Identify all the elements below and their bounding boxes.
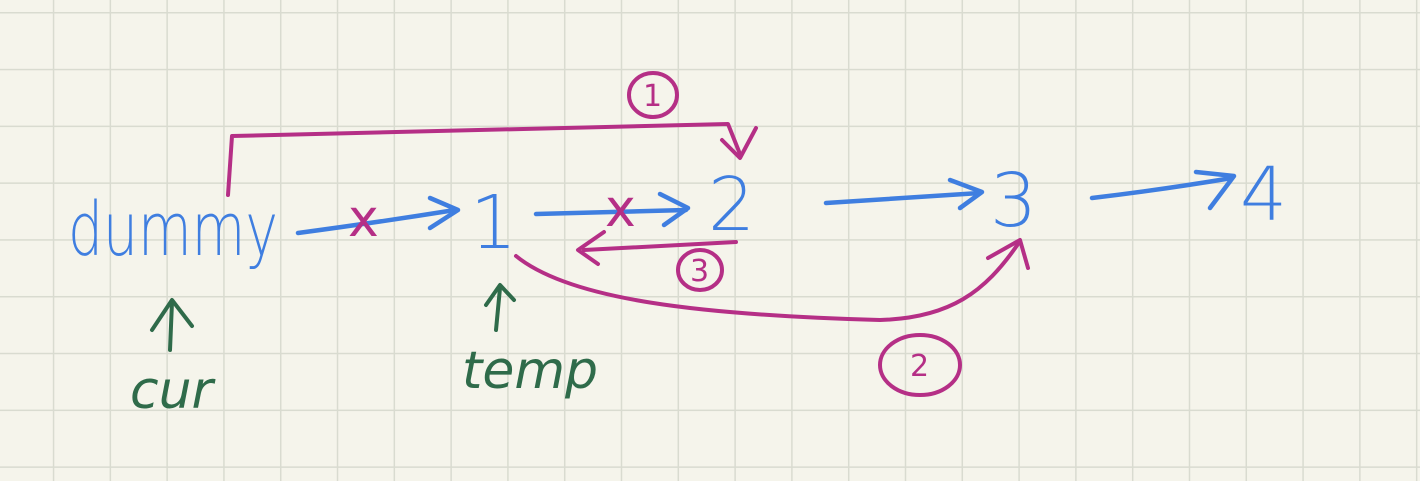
new-link-2-to-1-head <box>576 230 606 266</box>
arrow-1-to-2 <box>533 207 689 217</box>
removed-link-mark-dummy-to-1: x <box>348 189 379 249</box>
new-link-1-to-3 <box>514 242 1020 322</box>
temp-pointer-arrow <box>494 286 502 332</box>
removed-link-mark-1-to-2: x <box>605 179 636 239</box>
node-2: 2 <box>708 162 755 248</box>
arrow-1-to-2-head <box>657 191 691 228</box>
arrow-3-to-4 <box>1089 175 1235 201</box>
new-link-dummy-to-2 <box>226 122 742 197</box>
cur-pointer-arrow-head <box>150 298 194 332</box>
step-2-circle <box>878 333 962 397</box>
arrow-2-to-3-head <box>947 177 985 211</box>
step-1-label: 1 <box>643 79 662 114</box>
temp-pointer-arrow-head <box>484 283 516 307</box>
temp-label: temp <box>462 341 598 401</box>
new-link-2-to-1 <box>582 240 738 252</box>
step-3-label: 3 <box>690 254 709 289</box>
arrow-3-to-4-head <box>1193 169 1237 211</box>
step-3-circle <box>676 248 724 292</box>
arrow-dummy-to-1 <box>295 207 458 236</box>
new-link-1-to-3-head <box>986 238 1030 270</box>
step-2-label: 2 <box>910 349 929 384</box>
arrow-dummy-to-1-head <box>427 195 461 231</box>
node-dummy: dummy <box>68 187 278 273</box>
cur-pointer-arrow <box>168 300 174 352</box>
step-1-circle <box>627 71 679 119</box>
new-link-dummy-to-2-head <box>720 126 758 160</box>
node-3: 3 <box>990 158 1037 244</box>
cur-label: cur <box>130 361 217 421</box>
node-4: 4 <box>1240 152 1287 238</box>
node-1: 1 <box>470 180 517 266</box>
arrow-2-to-3 <box>823 190 983 206</box>
